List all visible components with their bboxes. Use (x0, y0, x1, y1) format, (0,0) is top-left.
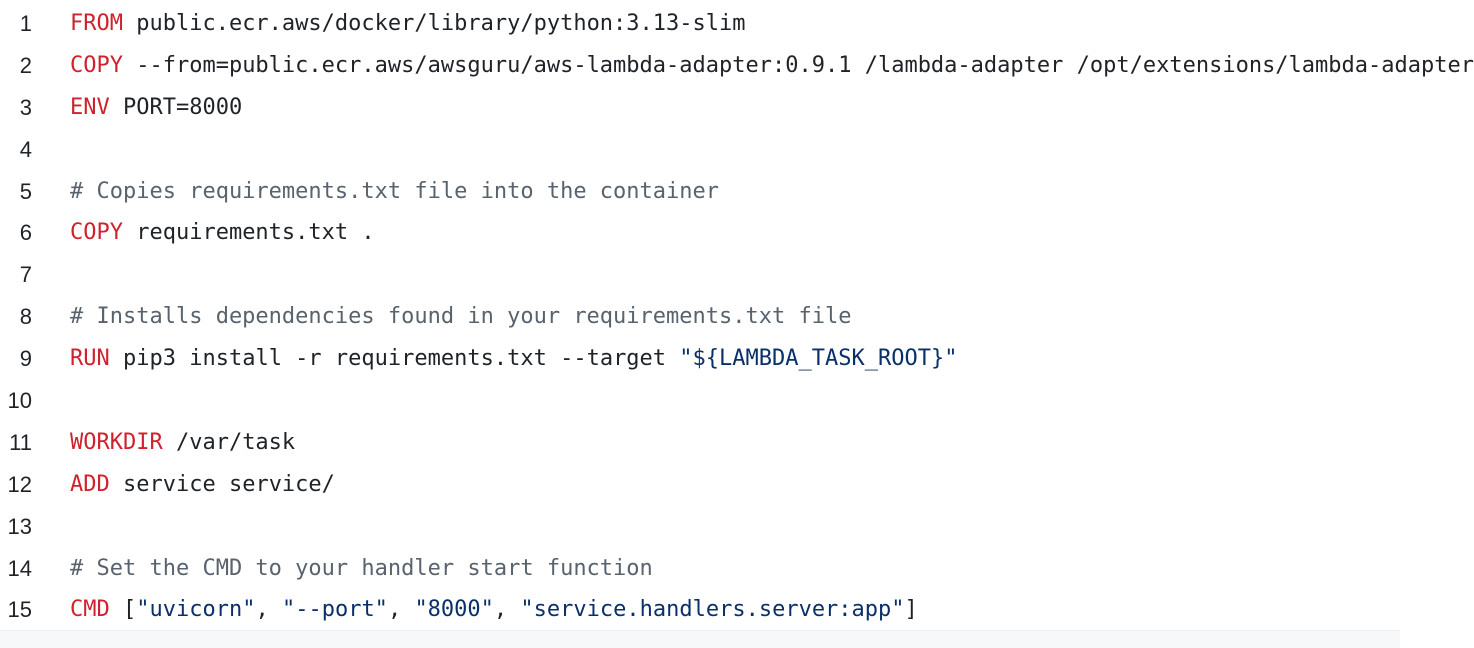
line-number: 9 (19, 346, 32, 372)
code-line: 12 ADD service service/ (0, 464, 1400, 506)
line-number: 12 (7, 471, 32, 497)
comment: # Copies requirements.txt file into the … (70, 178, 720, 204)
code-text: service service/ (109, 471, 335, 497)
line-number: 5 (19, 178, 32, 204)
code-line: 15 CMD ["uvicorn", "--port", "8000", "se… (0, 589, 1400, 631)
line-content: CMD ["uvicorn", "--port", "8000", "servi… (32, 589, 1400, 631)
code-line: 11 WORKDIR /var/task (0, 422, 1400, 464)
code-line: 8 # Installs dependencies found in your … (0, 296, 1400, 338)
line-content: # Installs dependencies found in your re… (32, 296, 1400, 338)
line-number: 6 (19, 220, 32, 246)
keyword: ADD (70, 471, 110, 497)
code-text: requirements.txt . (122, 220, 375, 246)
line-number: 10 (7, 388, 32, 414)
line-content (32, 254, 1400, 296)
line-number: 4 (19, 136, 32, 162)
code-text: , (255, 597, 282, 623)
code-line: 6 COPY requirements.txt . (0, 212, 1400, 254)
code-line: 2 COPY --from=public.ecr.aws/awsguru/aws… (0, 45, 1474, 87)
line-number: 7 (19, 262, 32, 288)
keyword: RUN (70, 346, 110, 372)
line-content: COPY requirements.txt . (32, 212, 1400, 254)
string-literal: "--port" (281, 597, 388, 623)
code-text: PORT=8000 (109, 94, 243, 120)
keyword: FROM (70, 11, 123, 36)
string-literal: "${LAMBDA_TASK_ROOT}" (679, 346, 958, 372)
keyword: WORKDIR (70, 429, 163, 455)
code-line: 3 ENV PORT=8000 (0, 87, 1400, 129)
code-line: 13 (0, 506, 1400, 548)
line-number: 3 (19, 94, 32, 120)
code-text: , (493, 597, 521, 623)
code-block: 1 FROM public.ecr.aws/docker/library/pyt… (0, 3, 1474, 631)
line-number: 2 (19, 52, 32, 78)
line-content: ENV PORT=8000 (32, 87, 1400, 129)
line-content: # Set the CMD to your handler start func… (32, 548, 1400, 590)
code-text: [ (109, 597, 137, 623)
line-number: 8 (19, 304, 32, 330)
string-literal: "uvicorn" (136, 597, 256, 623)
line-number: 15 (7, 597, 32, 623)
keyword: CMD (70, 597, 110, 623)
code-text: --from=public.ecr.aws/awsguru/aws-lambda… (122, 52, 1474, 78)
line-number: 1 (19, 11, 32, 36)
code-line: 10 (0, 380, 1400, 422)
line-content: RUN pip3 install -r requirements.txt --t… (32, 338, 1400, 380)
keyword: COPY (70, 220, 123, 246)
code-text: public.ecr.aws/docker/library/python:3.1… (122, 11, 746, 36)
code-viewer: 1 FROM public.ecr.aws/docker/library/pyt… (0, 3, 1474, 648)
code-line: 4 (0, 129, 1400, 171)
code-text: , (387, 597, 415, 623)
code-text: pip3 install -r requirements.txt --targe… (109, 346, 680, 372)
line-content: # Copies requirements.txt file into the … (32, 171, 1400, 213)
line-number: 13 (7, 513, 32, 539)
line-content: ADD service service/ (32, 464, 1400, 506)
code-line: 5 # Copies requirements.txt file into th… (0, 171, 1400, 213)
keyword: ENV (70, 94, 110, 120)
line-number: 11 (9, 429, 32, 455)
code-line: 14 # Set the CMD to your handler start f… (0, 548, 1400, 590)
line-content: WORKDIR /var/task (32, 422, 1400, 464)
horizontal-scrollbar[interactable] (0, 630, 1400, 648)
line-content: FROM public.ecr.aws/docker/library/pytho… (32, 3, 1400, 45)
line-content (32, 506, 1400, 548)
code-line: 1 FROM public.ecr.aws/docker/library/pyt… (0, 3, 1400, 45)
code-line: 9 RUN pip3 install -r requirements.txt -… (0, 338, 1400, 380)
comment: # Installs dependencies found in your re… (70, 304, 852, 330)
line-content (32, 380, 1400, 422)
string-literal: "service.handlers.server:app" (520, 597, 905, 623)
line-content (32, 129, 1400, 171)
keyword: COPY (70, 52, 123, 78)
string-literal: "8000" (414, 597, 494, 623)
line-number: 14 (7, 555, 32, 581)
comment: # Set the CMD to your handler start func… (70, 555, 653, 581)
code-text: ] (904, 597, 918, 623)
code-line: 7 (0, 254, 1400, 296)
code-text: /var/task (162, 429, 296, 455)
line-content: COPY --from=public.ecr.aws/awsguru/aws-l… (32, 45, 1474, 87)
